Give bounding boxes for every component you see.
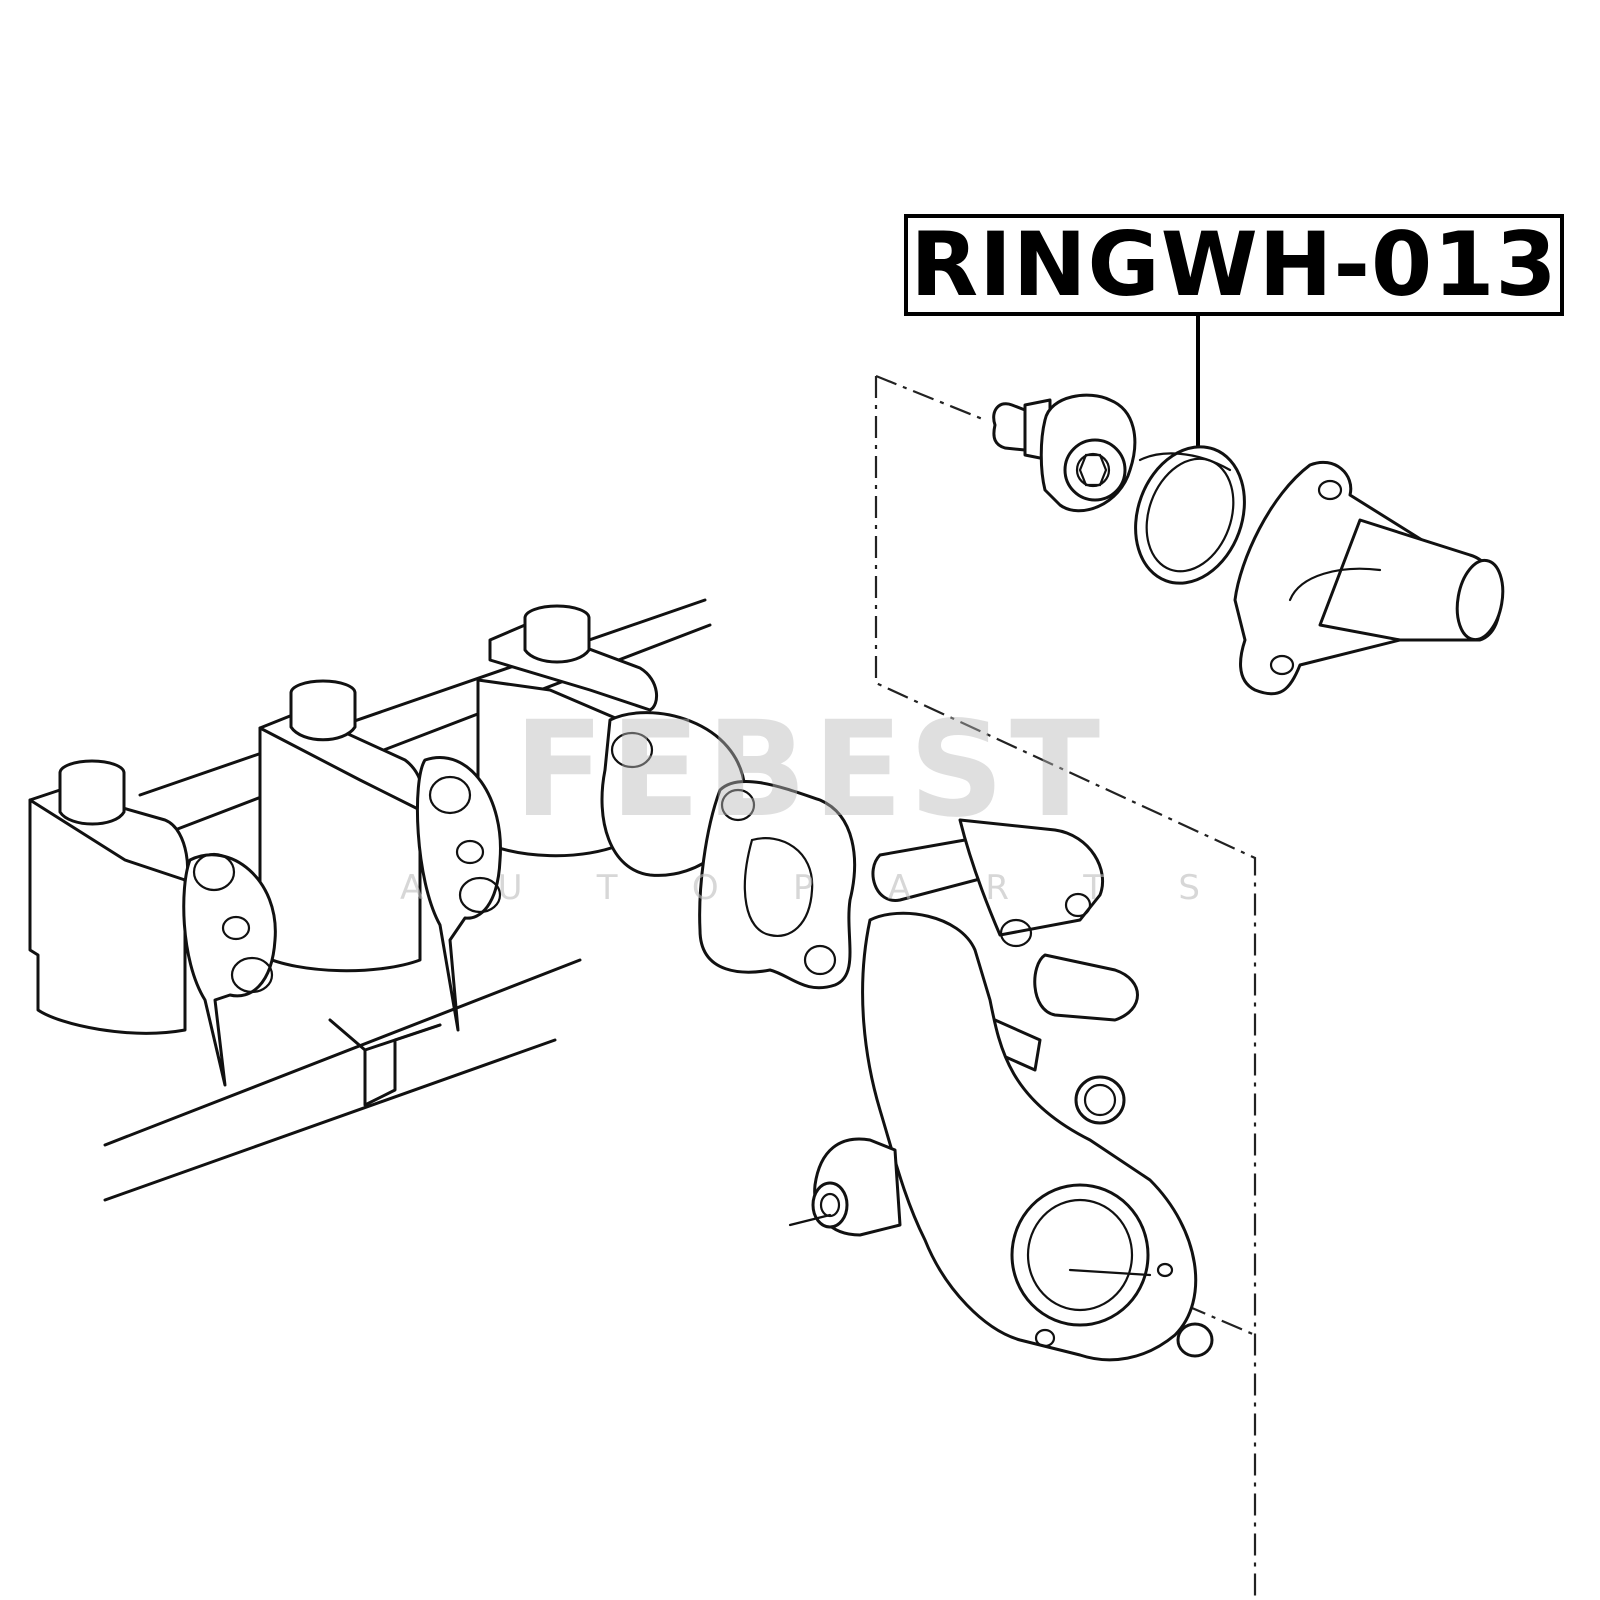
brand-watermark: FEBEST <box>513 693 1107 847</box>
watermark-letter: O <box>691 868 719 908</box>
watermark-letter: P <box>792 868 814 908</box>
thermostat-housing-cover <box>1233 460 1505 696</box>
watermark-letter: U <box>497 868 523 908</box>
watermark-letter: T <box>596 868 618 908</box>
part-number-callout: RINGWH-013 <box>904 214 1564 316</box>
part-number-label: RINGWH-013 <box>910 213 1558 316</box>
brand-watermark-subtitle: A U T O P A R T S <box>400 868 1200 908</box>
thermostat <box>992 393 1137 513</box>
watermark-letter: A <box>887 868 912 908</box>
watermark-letter: T <box>1083 868 1105 908</box>
water-pump-housing <box>788 818 1214 1362</box>
flange-gasket <box>698 780 856 990</box>
engine-block <box>28 598 747 1202</box>
watermark-letter: A <box>400 868 424 908</box>
watermark-letter: S <box>1178 868 1200 908</box>
watermark-letter: R <box>985 868 1009 908</box>
assembly-guide-lines <box>874 374 1257 1600</box>
o-ring-part <box>1134 445 1246 585</box>
